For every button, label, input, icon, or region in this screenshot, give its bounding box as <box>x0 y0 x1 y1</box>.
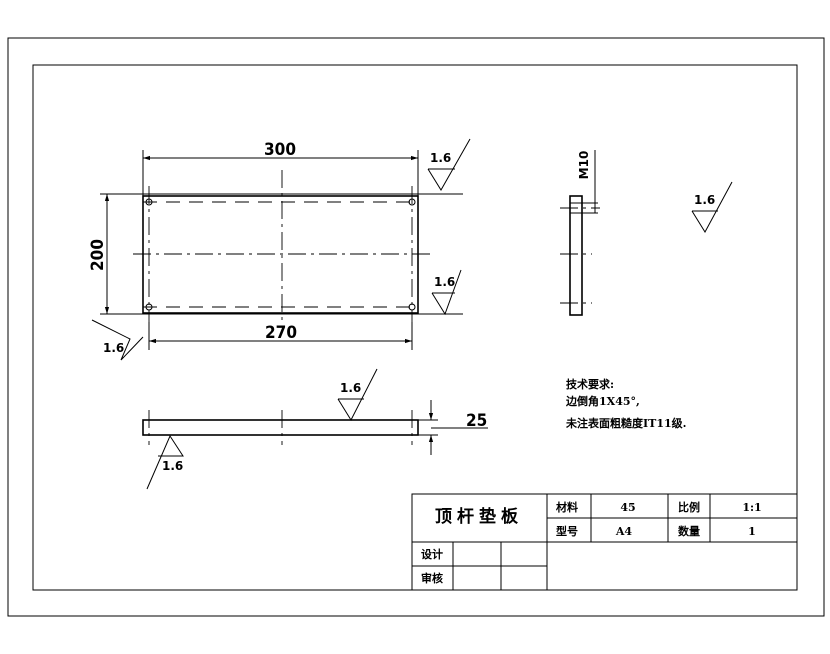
roughness-value: 1.6 <box>430 151 451 165</box>
model-label: 型号 <box>556 524 578 538</box>
outer-border <box>7 37 825 617</box>
roughness-value: 1.6 <box>162 459 183 473</box>
model-value: A4 <box>615 525 633 538</box>
notes-line-1: 边倒角1X45°, <box>565 394 640 408</box>
part-name: 顶杆垫板 <box>435 506 523 527</box>
material-label: 材料 <box>556 500 578 514</box>
title-block: 顶杆垫板 材料 45 比例 1:1 型号 A4 数量 1 设计 审核 <box>411 493 798 591</box>
roughness-value: 1.6 <box>103 341 124 355</box>
roughness-symbol-top-right: 1.6 <box>427 138 471 191</box>
dimension-270-label: 270 <box>265 323 297 343</box>
roughness-symbol-bottom-left: 1.6 <box>91 319 144 361</box>
hole <box>408 303 416 311</box>
roughness-value: 1.6 <box>694 193 715 207</box>
section-body <box>142 419 419 436</box>
roughness-symbol-mid-right: 1.6 <box>431 269 462 316</box>
quantity-value: 1 <box>748 525 756 538</box>
material-value: 45 <box>620 501 635 514</box>
hole <box>408 198 416 206</box>
dimension-25-label: 25 <box>466 411 487 431</box>
plate-outline <box>142 195 419 314</box>
review-label: 审核 <box>421 571 443 585</box>
roughness-value: 1.6 <box>340 381 361 395</box>
roughness-value: 1.6 <box>434 275 455 289</box>
hole <box>145 303 153 311</box>
notes-line-2: 未注表面粗糙度IT11级. <box>565 416 686 430</box>
notes-heading: 技术要求: <box>566 377 614 391</box>
dimension-300-label: 300 <box>264 140 296 160</box>
scale-value: 1:1 <box>742 501 761 514</box>
section-view: 25 <box>142 400 488 455</box>
quantity-label: 数量 <box>678 524 700 538</box>
dimension-200-label: 200 <box>88 239 108 271</box>
side-section <box>569 195 583 316</box>
roughness-symbol-section-top: 1.6 <box>337 368 378 422</box>
design-label: 设计 <box>421 547 443 561</box>
side-view: M10 <box>560 150 600 316</box>
roughness-symbol-section-bottom: 1.6 <box>146 434 184 490</box>
hole <box>145 198 153 206</box>
roughness-symbol-general: 1.6 <box>691 181 733 233</box>
thread-label: M10 <box>577 151 591 180</box>
front-view: 300 200 270 <box>88 140 463 350</box>
scale-label: 比例 <box>678 500 700 514</box>
